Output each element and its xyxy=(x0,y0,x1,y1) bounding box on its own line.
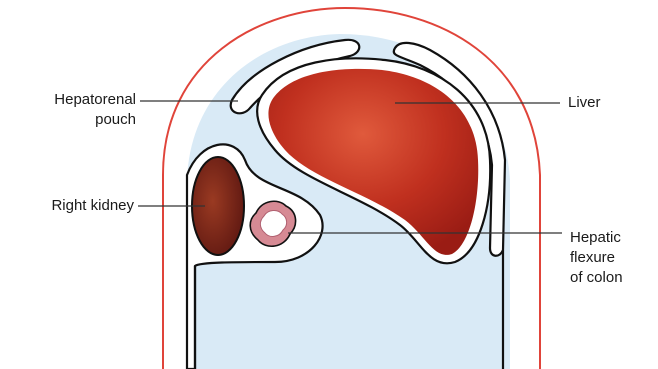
label-hepatorenal-pouch: Hepatorenal pouch xyxy=(12,90,136,130)
label-liver: Liver xyxy=(568,93,601,113)
label-hepatic-flexure-line3: of colon xyxy=(570,268,623,288)
label-hepatic-flexure: Hepatic flexure of colon xyxy=(570,228,623,288)
label-right-kidney: Right kidney xyxy=(8,196,134,216)
label-hepatic-flexure-line1: Hepatic xyxy=(570,228,623,248)
label-hepatic-flexure-line2: flexure xyxy=(570,248,623,268)
label-hepatorenal-pouch-line1: Hepatorenal xyxy=(12,90,136,110)
label-hepatorenal-pouch-line2: pouch xyxy=(12,110,136,130)
